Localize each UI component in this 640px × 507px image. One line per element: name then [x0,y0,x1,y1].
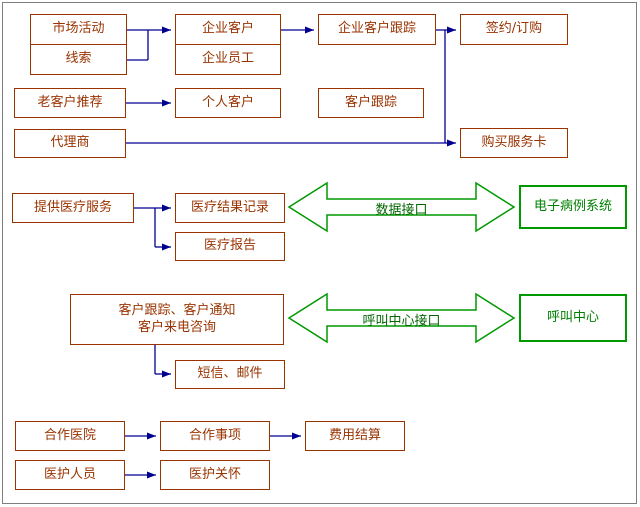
box-cooperation-matters: 合作事项 [160,421,270,451]
box-medical-staff: 医护人员 [15,460,125,490]
box-medical-report: 医疗报告 [175,232,285,261]
box-customer-tracking-notice: 客户跟踪、客户通知 客户来电咨询 [70,294,284,345]
box-agent: 代理商 [14,129,126,158]
box-fee-settlement: 费用结算 [305,421,405,451]
box-leads: 线索 [30,44,127,75]
box-enterprise-customer: 企业客户 [175,14,281,45]
box-buy-service-card: 购买服务卡 [460,128,568,158]
box-market-activity: 市场活动 [30,14,127,45]
label-call-center-interface: 呼叫中心接口 [362,314,441,329]
box-enterprise-customer-tracking: 企业客户跟踪 [318,14,436,45]
label-data-interface: 数据接口 [375,203,428,218]
box-partner-hospital: 合作医院 [15,421,125,451]
line-customer-tracking-notice: 客户跟踪、客户通知 [118,302,236,318]
box-old-customer-referral: 老客户推荐 [14,88,126,118]
box-enterprise-employee: 企业员工 [175,44,281,75]
box-emr-system: 电子病例系统 [519,185,627,229]
box-customer-tracking: 客户跟踪 [318,88,424,118]
box-sms-email: 短信、邮件 [175,360,285,389]
box-individual-customer: 个人客户 [175,88,281,118]
box-call-center: 呼叫中心 [519,294,627,342]
box-sign-order: 签约/订购 [460,14,568,45]
box-medical-result-record: 医疗结果记录 [175,193,285,223]
box-medical-care: 医护关怀 [160,460,270,490]
box-provide-medical-service: 提供医疗服务 [12,193,134,223]
line-customer-call-inquiry: 客户来电咨询 [137,319,216,335]
